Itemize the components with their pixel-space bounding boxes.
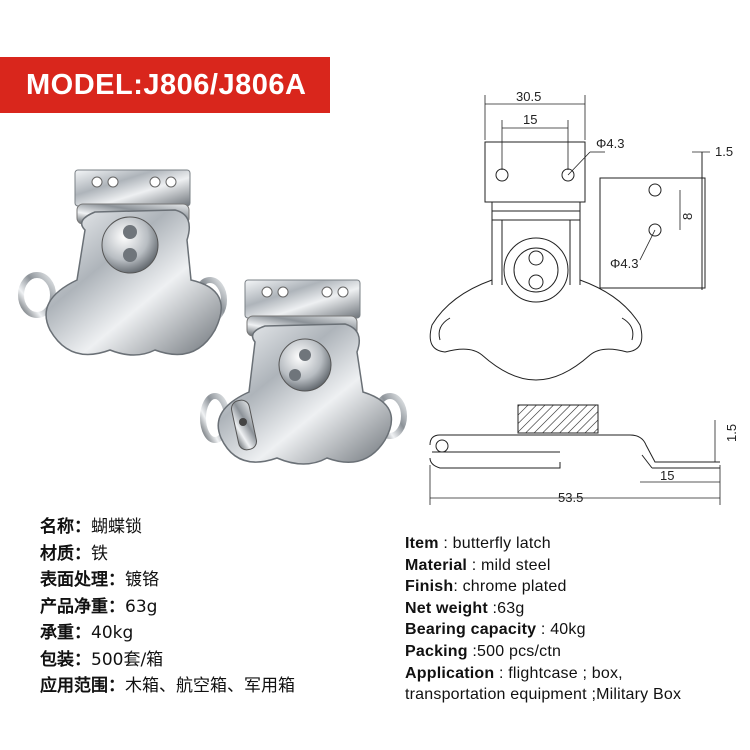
spec-row: Bearing capacity : 40kg bbox=[405, 619, 750, 641]
spec-row: 产品净重：63g bbox=[40, 594, 390, 621]
spec-value: : mild steel bbox=[467, 556, 551, 574]
spec-key: Material bbox=[405, 556, 468, 574]
spec-value: 木箱、航空箱、军用箱 bbox=[125, 676, 295, 696]
spec-row: Application : flightcase ; box, bbox=[405, 663, 750, 685]
spec-value: 40kg bbox=[91, 623, 134, 643]
spec-value: : butterfly latch bbox=[438, 535, 551, 552]
spec-key: 产品净重： bbox=[40, 596, 125, 617]
spec-value: 63g bbox=[125, 596, 158, 617]
spec-key: Net weight bbox=[405, 599, 488, 617]
dim-offset-bottom: 15 bbox=[660, 468, 674, 483]
spec-row: Finish: chrome plated bbox=[405, 576, 750, 598]
spec-key: Finish bbox=[405, 578, 454, 596]
dim-hole-dia-1: Φ4.3 bbox=[596, 136, 624, 151]
spec-value: 蝴蝶锁 bbox=[91, 517, 142, 537]
dim-thickness-bottom: 1.5 bbox=[724, 424, 739, 442]
spec-key: 材质： bbox=[40, 543, 91, 564]
spec-value: transportation equipment ;Military Box bbox=[405, 686, 682, 704]
spec-value: 铁 bbox=[91, 543, 108, 564]
spec-value: : chrome plated bbox=[453, 578, 567, 596]
spec-row: 表面处理：镀铬 bbox=[40, 567, 390, 594]
latch-photo-closed bbox=[18, 169, 227, 356]
spec-value: 镀铬 bbox=[125, 570, 159, 590]
dim-hole-dia-2: Φ4.3 bbox=[610, 256, 638, 271]
latch-photo-open bbox=[200, 279, 407, 465]
spec-key: 承重： bbox=[40, 623, 91, 643]
spec-value: :63g bbox=[487, 599, 525, 617]
spec-value: : 40kg bbox=[536, 621, 586, 639]
dim-hole-spacing-side: 8 bbox=[680, 213, 695, 220]
spec-key: 应用范围： bbox=[40, 676, 125, 696]
dim-length-total: 53.5 bbox=[558, 490, 583, 505]
spec-list-english: Item : butterfly latch Material : mild s… bbox=[405, 533, 750, 706]
spec-row: 包装：500套/箱 bbox=[40, 647, 390, 674]
spec-row: 承重：40kg bbox=[40, 620, 390, 647]
technical-drawing: 30.5 15 Φ4.3 1.5 8 Φ4.3 1.5 15 53.5 bbox=[429, 90, 739, 505]
spec-key: 包装： bbox=[40, 649, 91, 670]
spec-row: transportation equipment ;Military Box bbox=[405, 684, 750, 706]
spec-key: Item bbox=[405, 535, 439, 552]
spec-row: Material : mild steel bbox=[405, 555, 750, 577]
spec-list-chinese: 名称：蝴蝶锁 材质：铁 表面处理：镀铬 产品净重：63g 承重：40kg 包装：… bbox=[40, 514, 390, 700]
spec-key: 名称： bbox=[40, 517, 91, 537]
spec-row: Net weight :63g bbox=[405, 598, 750, 620]
spec-key: Bearing capacity bbox=[405, 621, 537, 639]
dim-thickness-side: 1.5 bbox=[715, 144, 733, 159]
product-photos bbox=[18, 169, 407, 465]
spec-key: Application bbox=[405, 664, 495, 682]
spec-row: 名称：蝴蝶锁 bbox=[40, 514, 390, 541]
spec-row: 应用范围：木箱、航空箱、军用箱 bbox=[40, 673, 390, 700]
spec-key: 表面处理： bbox=[40, 570, 125, 590]
spec-value: : flightcase ; box, bbox=[494, 664, 623, 682]
spec-row: 材质：铁 bbox=[40, 541, 390, 568]
spec-key: Packing bbox=[405, 642, 468, 660]
spec-value: :500 pcs/ctn bbox=[467, 642, 562, 660]
spec-row: Item : butterfly latch bbox=[405, 533, 750, 555]
spec-value: 500套/箱 bbox=[91, 649, 164, 670]
dim-width-total: 30.5 bbox=[516, 90, 541, 104]
spec-row: Packing :500 pcs/ctn bbox=[405, 641, 750, 663]
model-banner: MODEL:J806/J806A bbox=[0, 57, 330, 113]
dim-hole-spacing-top: 15 bbox=[523, 112, 537, 127]
